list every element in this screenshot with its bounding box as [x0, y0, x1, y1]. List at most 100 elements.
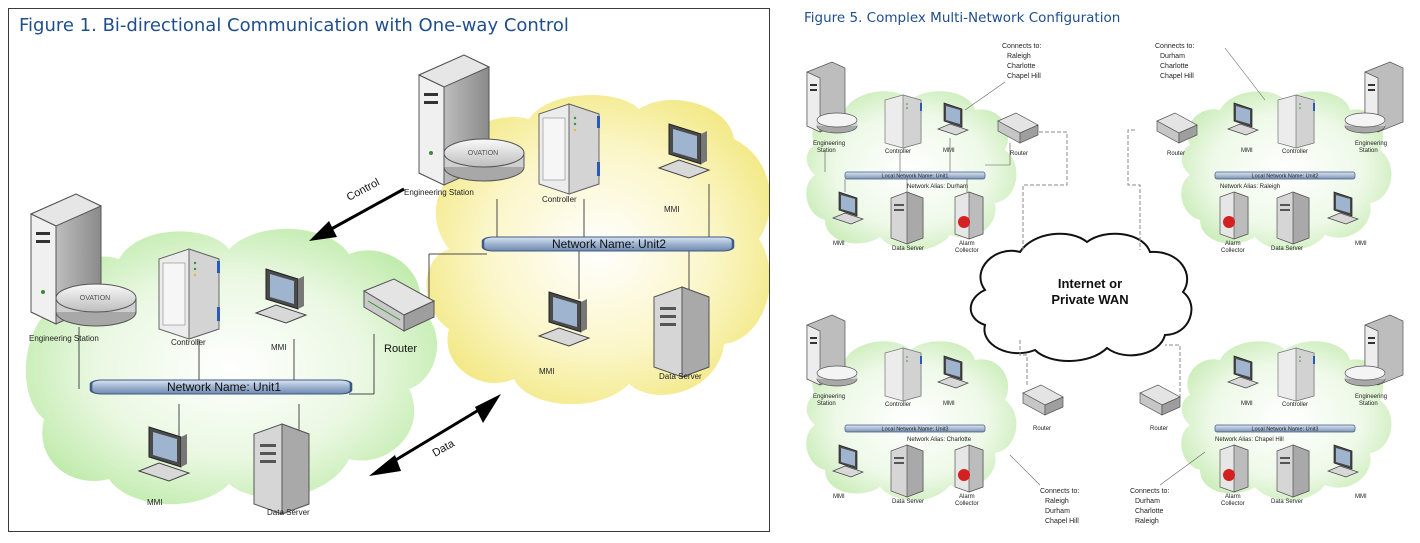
unit1-network-label: Network Name: Unit1 — [167, 380, 281, 394]
br-connect-1: Durham — [1135, 498, 1160, 505]
data-arrowhead-left-icon — [369, 455, 401, 476]
br-alarm-collector — [1219, 444, 1249, 493]
tr-station-label: Station — [1359, 148, 1378, 154]
engineering-station-label: Engineering Station — [29, 334, 99, 343]
br-mmi-label: MMI — [1241, 401, 1253, 407]
data-server-unit2 — [653, 286, 710, 378]
tl-connect-2: Charlotte — [1007, 63, 1036, 70]
tr-connect-1: Durham — [1160, 53, 1185, 60]
bl-data-server — [890, 444, 924, 498]
br-router-label: Router — [1150, 426, 1168, 432]
br-station-label: Station — [1359, 401, 1378, 407]
durham-alias: Network Alias: Durham — [907, 184, 968, 190]
bl-connect-2: Durham — [1045, 508, 1070, 515]
tl-data-server — [890, 191, 924, 245]
mmi-label-lower: MMI — [147, 498, 163, 507]
bl-mmi-lower-label: MMI — [833, 494, 845, 500]
tr-engineering-station — [1344, 61, 1404, 134]
bl-connect-3: Chapel Hill — [1045, 518, 1079, 525]
svg-text:OVATION: OVATION — [468, 150, 498, 157]
br-data-server-label: Data Server — [1271, 499, 1303, 505]
controller-label: Controller — [171, 338, 206, 347]
tr-connect-3: Chapel Hill — [1160, 73, 1194, 80]
tr-router-label: Router — [1167, 151, 1185, 157]
figure-1-panel: Network Name: Unit1 Network Name: Unit2 … — [8, 8, 770, 532]
controller-unit2-label: Controller — [542, 195, 577, 204]
tl-alarm-collector — [954, 191, 984, 240]
tl-eng-label: Engineering — [813, 141, 845, 147]
tr-connects-to: Connects to: — [1155, 43, 1194, 50]
tr-alarm-collector — [1219, 191, 1249, 240]
bl-router — [1022, 384, 1064, 416]
br-engineering-station — [1344, 314, 1404, 387]
tl-mmi-lower-label: MMI — [833, 241, 845, 247]
control-arrow — [323, 187, 405, 235]
data-arrow — [383, 403, 488, 469]
data-server-unit1 — [253, 423, 310, 515]
data-label: Data — [431, 437, 458, 459]
tr-data-server-label: Data Server — [1271, 246, 1303, 252]
charlotte-alias: Network Alias: Charlotte — [907, 437, 972, 443]
tr-eng-label: Engineering — [1355, 141, 1387, 147]
figure-5-diagram: Internet or Private WAN Local Network Na… — [806, 43, 1404, 525]
tl-router-label: Router — [1010, 151, 1028, 157]
tr-mmi-label: MMI — [1241, 148, 1253, 154]
engineering-station-unit2: OVATION — [418, 54, 525, 186]
tr-connect-2: Charlotte — [1160, 63, 1189, 70]
router-label: Router — [384, 343, 417, 355]
tl-connect-1: Raleigh — [1007, 53, 1031, 60]
bl-data-server-label: Data Server — [892, 499, 924, 505]
tl-connect-3: Chapel Hill — [1007, 73, 1041, 80]
br-collector-label: Collector — [1221, 501, 1245, 507]
br-controller — [1277, 347, 1316, 402]
bl-controller-label: Controller — [885, 402, 911, 408]
br-controller-label: Controller — [1282, 402, 1308, 408]
bl-collector-label: Collector — [955, 501, 979, 507]
figure-5-panel: Internet or Private WAN Local Network Na… — [795, 0, 1415, 543]
mmi-unit2-label: MMI — [664, 205, 680, 214]
tl-station-label: Station — [817, 148, 836, 154]
control-label: Control — [345, 176, 382, 203]
control-arrowhead-icon — [309, 221, 337, 241]
tr-controller-label: Controller — [1282, 149, 1308, 155]
durham-network-name: Local Network Name: Unit1 — [882, 174, 949, 180]
tr-controller — [1277, 94, 1316, 149]
bl-alarm-collector — [954, 444, 984, 493]
chapel-hill-network-name: Local Network Name: Unit3 — [1252, 427, 1319, 433]
data-server-label: Data Server — [267, 508, 310, 517]
br-connect-3: Raleigh — [1135, 518, 1159, 525]
bl-mmi-label: MMI — [943, 401, 955, 407]
chapel-hill-network-bus — [1214, 424, 1356, 433]
tr-mmi-lower-label: MMI — [1355, 241, 1367, 247]
engineering-station-unit1: OVATION — [30, 193, 137, 327]
bl-controller — [884, 347, 923, 402]
br-alarm-label: Alarm — [1225, 494, 1241, 500]
figure-5-title: Figure 5. Complex Multi-Network Configur… — [804, 10, 1121, 26]
tr-collector-label: Collector — [1221, 248, 1245, 254]
wan-label-line1: Internet or — [1058, 276, 1122, 291]
br-router — [1139, 384, 1181, 416]
bl-connects-to: Connects to: — [1040, 488, 1079, 495]
bl-alarm-label: Alarm — [959, 494, 975, 500]
charlotte-network-name: Local Network Name: Unit3 — [882, 427, 949, 433]
unit2-network-label: Network Name: Unit2 — [552, 237, 666, 251]
raleigh-network-bus — [1214, 171, 1356, 180]
tl-mmi-label: MMI — [943, 148, 955, 154]
br-connect-2: Charlotte — [1135, 508, 1164, 515]
bl-connect-1: Raleigh — [1045, 498, 1069, 505]
tl-controller — [884, 94, 923, 149]
controller-unit1 — [158, 248, 221, 340]
bl-router-label: Router — [1033, 426, 1051, 432]
wan-cloud — [969, 232, 1193, 362]
engineering-station-unit2-label: Engineering Station — [404, 188, 474, 197]
tl-collector-label: Collector — [955, 248, 979, 254]
raleigh-network-name: Local Network Name: Unit2 — [1252, 174, 1319, 180]
controller-unit2 — [538, 103, 601, 195]
br-eng-label: Engineering — [1355, 394, 1387, 400]
tl-controller-label: Controller — [885, 149, 911, 155]
data-server-unit2-label: Data Server — [659, 372, 702, 381]
svg-text:OVATION: OVATION — [80, 295, 110, 302]
mmi-unit2-lower-label: MMI — [539, 367, 555, 376]
durham-network-bus — [844, 171, 986, 180]
br-data-server — [1276, 444, 1310, 498]
